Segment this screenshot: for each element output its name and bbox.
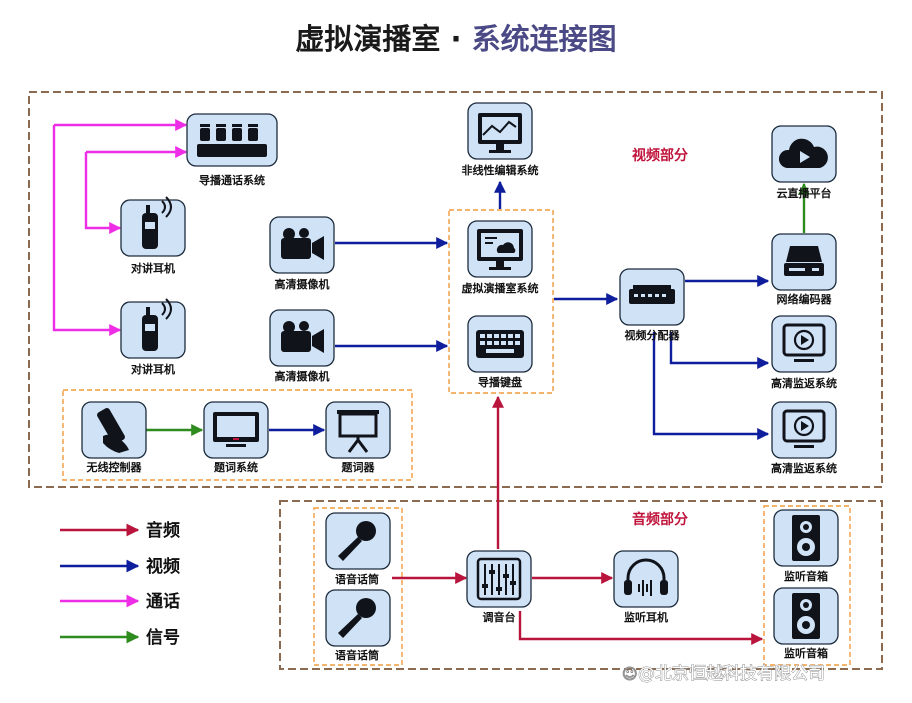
call-links [52,119,188,336]
walkie-label-1: 对讲耳机 [131,261,175,275]
monitor-return-label-2: 高清监返系统 [771,461,837,475]
mic-label-1: 语音话筒 [335,572,379,586]
legend-label-video: 视频 [146,556,180,577]
watermark: ☺ @北京恒越科技有限公司 [622,664,826,685]
audio-mixer-node[interactable]: 调音台 [466,550,532,624]
cloud-live-label: 云直播平台 [777,186,832,200]
prompter-node[interactable]: 题词器 [325,401,391,474]
network-encoder-label: 网络编码器 [777,292,833,306]
speaker-icon [792,515,820,561]
audio-links [392,395,764,645]
audio-section-frame [279,500,883,670]
guide-intercom-node[interactable]: 导播通话系统 [186,113,278,187]
legend-label-call: 通话 [146,591,180,612]
monitor-return-node-1[interactable]: 高清监返系统 [771,315,837,390]
group-studio [448,209,554,394]
video-links [269,180,770,440]
microphone-icon [338,598,376,638]
group-speakers [763,505,851,666]
remote-control-icon [97,408,129,453]
video-distributor-label: 视频分配器 [625,328,681,342]
monitor-return-label-1: 高清监返系统 [771,376,837,390]
cloud-play-icon [778,138,828,168]
monitor-play-icon [782,409,826,448]
studio-computer-icon [477,229,523,270]
network-encoder-node[interactable]: 网络编码器 [771,233,837,306]
group-prompter [62,389,413,481]
walkie-node-2[interactable]: 对讲耳机 [120,298,186,376]
page-title: 虚拟演播室 · 系统连接图 [295,22,616,56]
camera-node-1[interactable]: 高清摄像机 [269,216,335,291]
monitor-play-icon [782,323,826,362]
speaker-icon [792,593,820,639]
watermark-text: @北京恒越科技有限公司 [638,664,825,684]
cloud-live-node[interactable]: 云直播平台 [771,125,837,200]
speaker-label-2: 监听音箱 [784,646,828,660]
mixer-console-icon [476,557,522,601]
encoder-device-icon [784,246,824,276]
keyboard-icon [476,330,524,358]
walkie-talkie-icon [142,298,172,351]
video-camera-icon [281,228,324,260]
guide-intercom-label: 导播通话系统 [199,173,265,187]
monitor-return-node-2[interactable]: 高清监返系统 [771,401,837,475]
watermark-icon: ☺ [622,665,638,683]
editing-monitor-icon [478,113,522,153]
title-sub: 系统连接图 [472,22,617,56]
signal-links [146,182,810,436]
video-section-frame [28,91,883,488]
virtual-studio-node[interactable]: 虚拟演播室系统 [462,220,539,295]
legend-item-video: 视频 [60,556,180,577]
director-keyboard-label: 导播键盘 [478,375,522,389]
speaker-node-2[interactable]: 监听音箱 [773,587,839,660]
headphones-icon [624,558,668,596]
speaker-label-1: 监听音箱 [784,569,828,583]
video-camera-icon [281,321,324,353]
distributor-device-icon [629,285,675,304]
nle-label: 非线性编辑系统 [462,163,539,177]
nle-node[interactable]: 非线性编辑系统 [462,102,539,177]
mic-label-2: 语音话筒 [335,648,379,662]
prompter-system-node[interactable]: 题词系统 [203,401,269,474]
mic-node-1[interactable]: 语音话筒 [325,512,391,586]
camera-node-2[interactable]: 高清摄像机 [269,309,335,383]
camera-label-2: 高清摄像机 [275,369,330,383]
prompter-system-label: 题词系统 [214,460,258,474]
legend-item-signal: 信号 [60,627,180,648]
headphones-node[interactable]: 监听耳机 [613,550,679,624]
headphones-label: 监听耳机 [624,610,668,624]
video-distributor-node[interactable]: 视频分配器 [619,268,685,342]
walkie-label-2: 对讲耳机 [131,362,175,376]
mic-node-2[interactable]: 语音话筒 [325,589,391,662]
speaker-node-1[interactable]: 监听音箱 [773,509,839,583]
tv-monitor-icon [213,412,259,447]
intercom-panel-icon [197,124,267,157]
video-section-label: 视频部分 [632,147,688,164]
projection-screen-icon [337,410,379,453]
legend-label-signal: 信号 [146,627,180,648]
wireless-remote-node[interactable]: 无线控制器 [81,401,147,474]
legend-label-audio: 音频 [146,520,180,541]
wireless-remote-label: 无线控制器 [86,460,143,474]
walkie-node-1[interactable]: 对讲耳机 [120,196,186,275]
title-main: 虚拟演播室 · [295,22,471,56]
camera-label-1: 高清摄像机 [275,277,330,291]
legend-item-call: 通话 [60,591,180,612]
microphone-icon [338,521,376,561]
director-keyboard-node[interactable]: 导播键盘 [467,315,533,389]
audio-section-label: 音频部分 [632,511,688,528]
virtual-studio-label: 虚拟演播室系统 [462,281,539,295]
audio-mixer-label: 调音台 [483,610,516,624]
prompter-label: 题词器 [342,461,376,474]
legend-item-audio: 音频 [60,520,180,541]
walkie-talkie-icon [142,196,172,249]
group-mics [313,507,403,666]
legend: 音频 视频 通话 信号 [60,520,180,648]
